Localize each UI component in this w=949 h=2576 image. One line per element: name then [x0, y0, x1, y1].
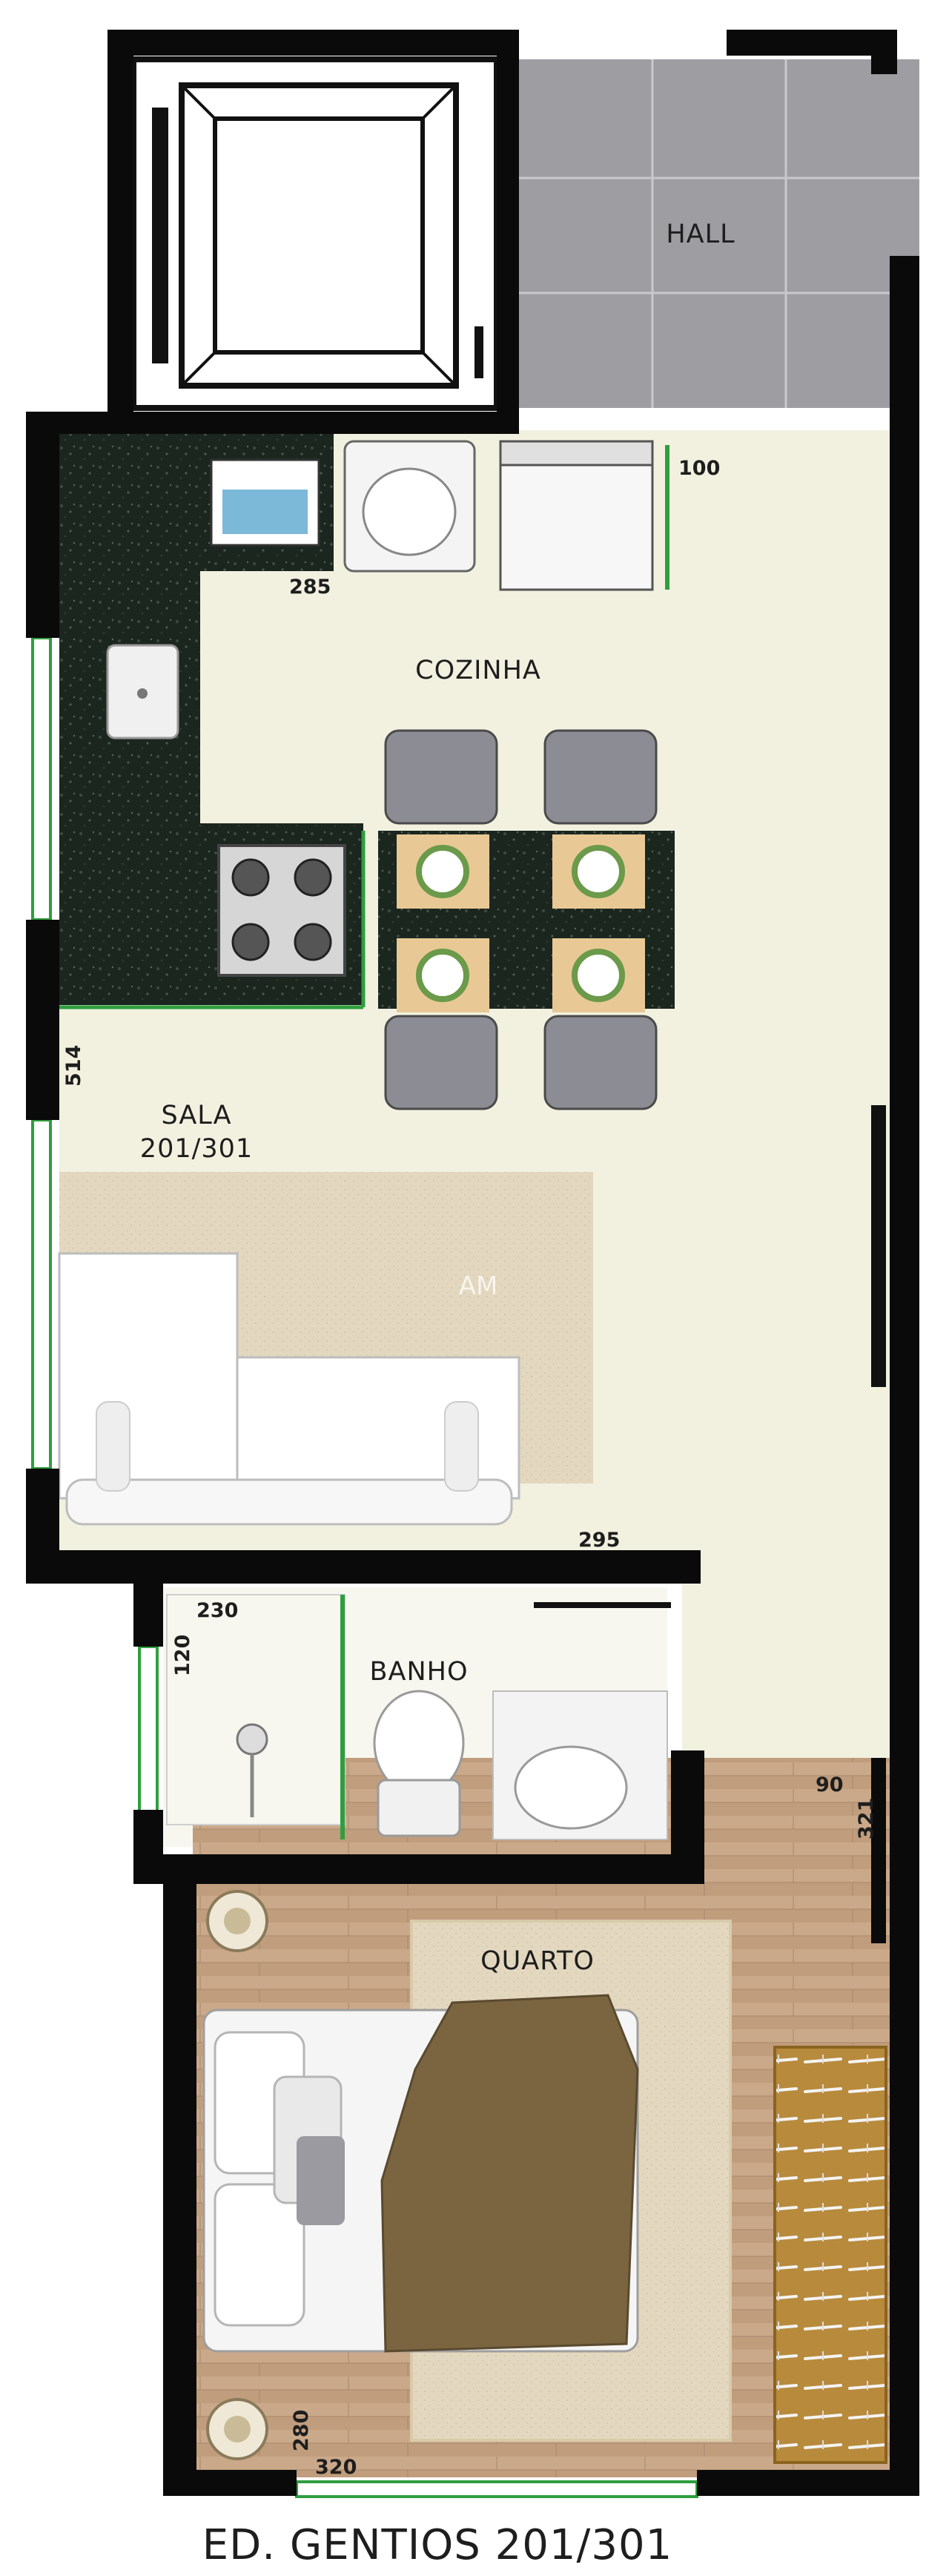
elevator [130, 56, 500, 411]
bathroom-door-leaf [534, 1602, 671, 1608]
bedroom-label: QUARTO [480, 1946, 595, 1976]
toilet [373, 1690, 465, 1837]
kitchen-label: COZINHA [415, 656, 541, 685]
dimension-321: 321 [855, 1798, 878, 1839]
dimension-280: 280 [290, 2410, 313, 2451]
dimension-514: 514 [62, 1045, 85, 1087]
dimension-90: 90 [816, 1773, 844, 1796]
sofa [58, 1252, 520, 1526]
bathroom-sink [492, 1690, 668, 1840]
tv-panel [871, 1105, 886, 1387]
refrigerator [499, 440, 654, 591]
windows [31, 636, 698, 2498]
nightstand-lamps [206, 1890, 268, 2460]
unit-number-label: 201/301 [140, 1134, 253, 1164]
hall-floor [519, 59, 919, 408]
washing-machine [343, 440, 476, 573]
dimension-320: 320 [315, 2456, 357, 2479]
dining-chairs [384, 729, 658, 1110]
wardrobe [773, 2046, 887, 2464]
hall-tile-grid [519, 59, 919, 408]
dimension-295: 295 [578, 1529, 620, 1552]
bathroom-label: BANHO [369, 1657, 468, 1687]
shower [166, 1594, 345, 1839]
laundry-tank [210, 458, 320, 547]
living-room-label: SALA [161, 1101, 231, 1130]
dimension-100: 100 [678, 457, 720, 480]
building-caption: ED. GENTIOS 201/301 [202, 2521, 673, 2569]
watermark: AM [459, 1271, 498, 1301]
dining-table [378, 831, 675, 1012]
dimension-285: 285 [289, 576, 331, 599]
kitchen-sink [106, 644, 179, 739]
bed [202, 1994, 639, 2353]
dimension-120: 120 [171, 1635, 194, 1676]
hall-label: HALL [666, 220, 735, 249]
walls [26, 30, 919, 2496]
cooktop [217, 844, 346, 977]
dimension-230: 230 [196, 1599, 238, 1622]
corridor-floor [682, 1550, 890, 1758]
